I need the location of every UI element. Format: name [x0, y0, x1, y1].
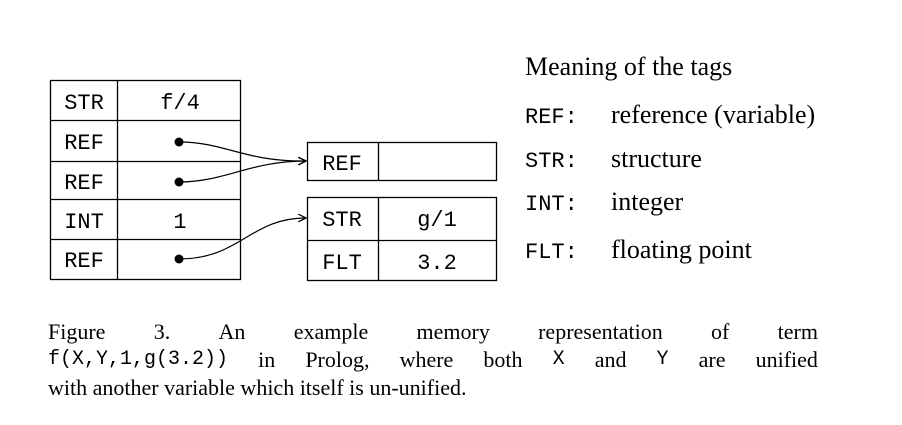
caption-word: example [293, 319, 369, 344]
caption-word: 3. [153, 319, 171, 344]
struct-row-1-tag: FLT [322, 251, 362, 276]
caption-word: of [711, 319, 730, 344]
legend-item: REF: reference (variable) [525, 100, 815, 130]
caption-line-3: with another variable which itself is un… [48, 374, 818, 402]
caption-code-term: f(X,Y,1,g(3.2)) [48, 348, 229, 371]
caption-line-1: Figure 3. An example memory representati… [48, 318, 818, 346]
legend-meaning: structure [611, 144, 702, 173]
struct-row-0-tag: STR [322, 208, 362, 233]
struct-box-border [306, 196, 498, 282]
figure-caption: Figure 3. An example memory representati… [48, 318, 818, 402]
ref-box-tag: REF [322, 152, 362, 177]
caption-word: are [698, 347, 726, 372]
ref-box-border [306, 141, 498, 182]
main-row-4-tag: REF [64, 249, 104, 274]
caption-code-y: Y [656, 348, 669, 371]
legend-item: STR: structure [525, 144, 702, 174]
main-row-2-tag: REF [64, 171, 104, 196]
caption-word: and [594, 347, 627, 372]
main-table [49, 79, 242, 281]
caption-word: term [777, 319, 818, 344]
caption-word: An [218, 319, 246, 344]
legend-tag: REF: [525, 105, 578, 130]
struct-row-1-value: 3.2 [417, 251, 457, 276]
main-row-0-tag: STR [64, 91, 104, 116]
caption-line-2: f(X,Y,1,g(3.2)) in Prolog, where both X … [48, 346, 818, 374]
main-row-0-value: f/4 [160, 91, 200, 116]
caption-word: both [483, 347, 523, 372]
pointer-arrow [178, 141, 306, 161]
struct-cell [306, 196, 498, 282]
caption-code-x: X [552, 348, 565, 371]
legend-meaning: floating point [611, 235, 752, 264]
legend-title: Meaning of the tags [525, 52, 733, 81]
legend-tag: FLT: [525, 240, 578, 265]
legend-meaning: reference (variable) [611, 100, 816, 129]
legend-tag: INT: [525, 192, 578, 217]
main-row-3-tag: INT [64, 210, 104, 235]
caption-word: Prolog, [305, 347, 370, 372]
main-row-1-tag: REF [64, 131, 104, 156]
legend-item: INT: integer [525, 187, 683, 217]
main-table-cells: STR f/4 REF REF INT 1 REF [64, 91, 200, 274]
caption-text: with another variable which itself is un… [48, 375, 467, 400]
caption-word: where [399, 347, 454, 372]
caption-word: memory [416, 319, 490, 344]
legend-item: FLT: floating point [525, 235, 752, 265]
pointer-arrow [178, 218, 306, 260]
caption-word: unified [755, 347, 818, 372]
legend-tag: STR: [525, 149, 578, 174]
caption-word: representation [538, 319, 663, 344]
main-table-border [49, 79, 242, 281]
pointer-arrow [178, 161, 306, 183]
legend-meaning: integer [611, 187, 684, 216]
unbound-ref-cell [306, 141, 498, 182]
main-row-3-value: 1 [173, 210, 186, 235]
struct-row-0-value: g/1 [417, 208, 457, 233]
caption-word: in [258, 347, 276, 372]
caption-word: Figure [48, 319, 106, 344]
